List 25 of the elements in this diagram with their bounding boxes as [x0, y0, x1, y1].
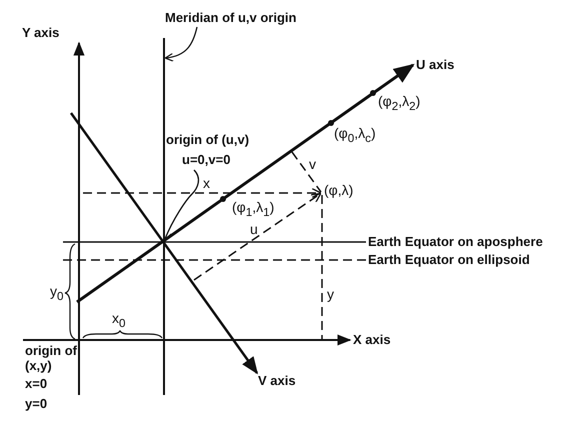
origin-value-label: u=0,v=0: [182, 152, 232, 167]
origin-label: origin of (u,v): [166, 132, 250, 147]
variable-label: v: [309, 157, 316, 172]
leader-line: [164, 26, 198, 62]
leader-line: [164, 170, 200, 240]
origin-value-label: x=0: [25, 376, 48, 391]
origin-label: origin of (x,y): [25, 343, 77, 373]
equator-label: Earth Equator on ellipsoid: [368, 252, 530, 267]
equator-label: Earth Equator on aposphere: [368, 234, 543, 249]
variable-label: y$_{0}$: [50, 284, 64, 304]
variable-label: x$_{0}$: [112, 311, 126, 331]
point-label: (φ$_{1}$,λ$_{1}$): [232, 200, 274, 220]
point-label: (φ$_{0}$,λ$_{c}$): [334, 126, 376, 146]
point-label: (φ$_{2}$,λ$_{2}$): [378, 94, 420, 114]
variable-label: u: [250, 222, 258, 237]
axis-label: V axis: [258, 373, 296, 388]
point-label: (φ,λ): [324, 183, 354, 198]
axis-label: Y axis: [22, 25, 60, 40]
meridian-label: Meridian of u,v origin: [165, 10, 296, 25]
variable-label: y: [327, 287, 334, 302]
origin-value-label: y=0: [25, 396, 48, 411]
meridian-line: [163, 38, 165, 395]
axis-label: U axis: [416, 57, 454, 72]
variable-label: x: [203, 176, 210, 191]
axis-label: X axis: [353, 332, 391, 347]
